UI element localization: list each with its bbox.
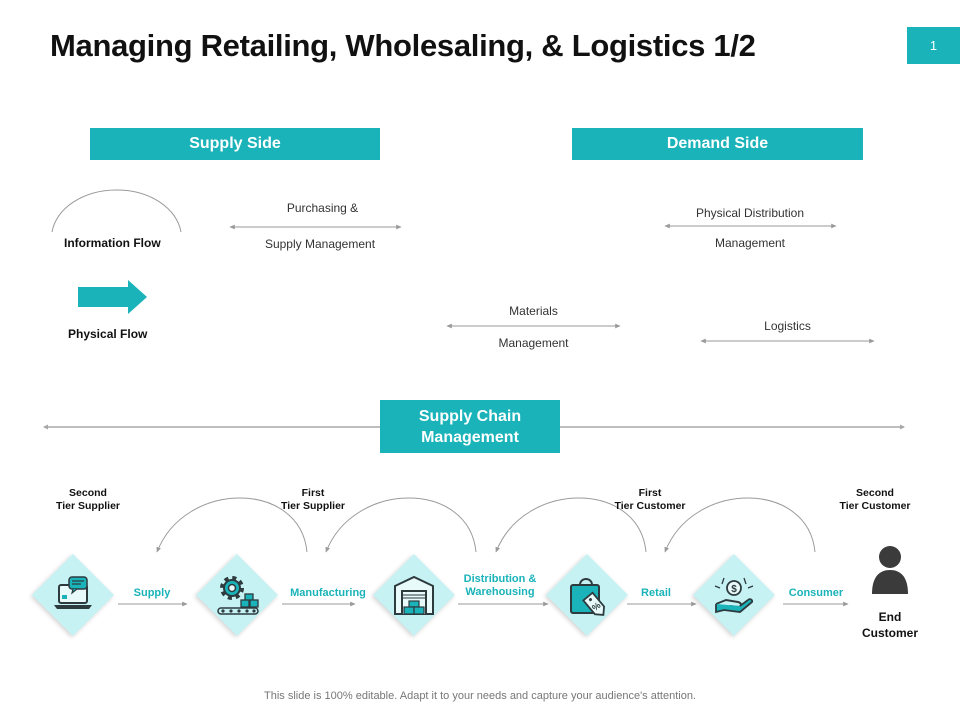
tier-arc-4: [664, 497, 816, 553]
hand-money-icon: $: [710, 571, 758, 619]
supply-chain-management-banner: Supply Chain Management: [380, 400, 560, 453]
purchasing-label-2: Supply Management: [264, 237, 376, 251]
footer-note: This slide is 100% editable. Adapt it to…: [264, 690, 696, 702]
physical-flow-arrow: [78, 280, 147, 314]
scm-line-1: Supply Chain: [418, 407, 522, 425]
laptop-chat-icon: [49, 571, 97, 619]
person-icon: [868, 542, 912, 596]
first-tier-supplier-label: First Tier Supplier: [281, 487, 345, 512]
second-tier-customer-label: Second Tier Customer: [839, 487, 911, 512]
materials-label-1: Materials: [509, 304, 558, 318]
stage-label-manufacturing: Manufacturing: [290, 587, 366, 599]
demand-side-banner: Demand Side: [572, 128, 863, 160]
tier-arc-3: [495, 497, 647, 553]
supply-side-banner: Supply Side: [90, 128, 380, 160]
tier-arc-1: [156, 497, 308, 553]
second-tier-supplier-label: Second Tier Supplier: [56, 487, 120, 512]
physical-distribution-label-1: Physical Distribution: [695, 206, 805, 220]
physical-flow-label: Physical Flow: [68, 327, 148, 341]
shopping-bag-tag-icon: %: [563, 571, 611, 619]
stage-label-distribution: Distribution & Warehousing: [463, 573, 537, 598]
tier-arc-2: [325, 497, 477, 553]
logistics-label: Logistics: [764, 319, 811, 333]
scm-line-2: Management: [421, 428, 519, 446]
gear-conveyor-icon: [213, 571, 261, 619]
page-number-badge: 1: [907, 27, 960, 64]
stage-label-consumer: Consumer: [788, 587, 844, 599]
stage-label-retail: Retail: [641, 587, 671, 599]
information-flow-arc: [51, 189, 182, 233]
slide-title: Managing Retailing, Wholesaling, & Logis…: [50, 28, 756, 63]
warehouse-icon: [390, 571, 438, 619]
materials-label-2: Management: [498, 336, 569, 350]
end-customer-label: End Customer: [861, 610, 918, 640]
information-flow-label: Information Flow: [64, 236, 161, 250]
first-tier-customer-label: First Tier Customer: [614, 487, 686, 512]
physical-distribution-label-2: Management: [714, 236, 786, 250]
purchasing-label-1: Purchasing &: [286, 201, 359, 215]
stage-label-supply: Supply: [133, 587, 171, 599]
svg-text:$: $: [731, 584, 737, 595]
